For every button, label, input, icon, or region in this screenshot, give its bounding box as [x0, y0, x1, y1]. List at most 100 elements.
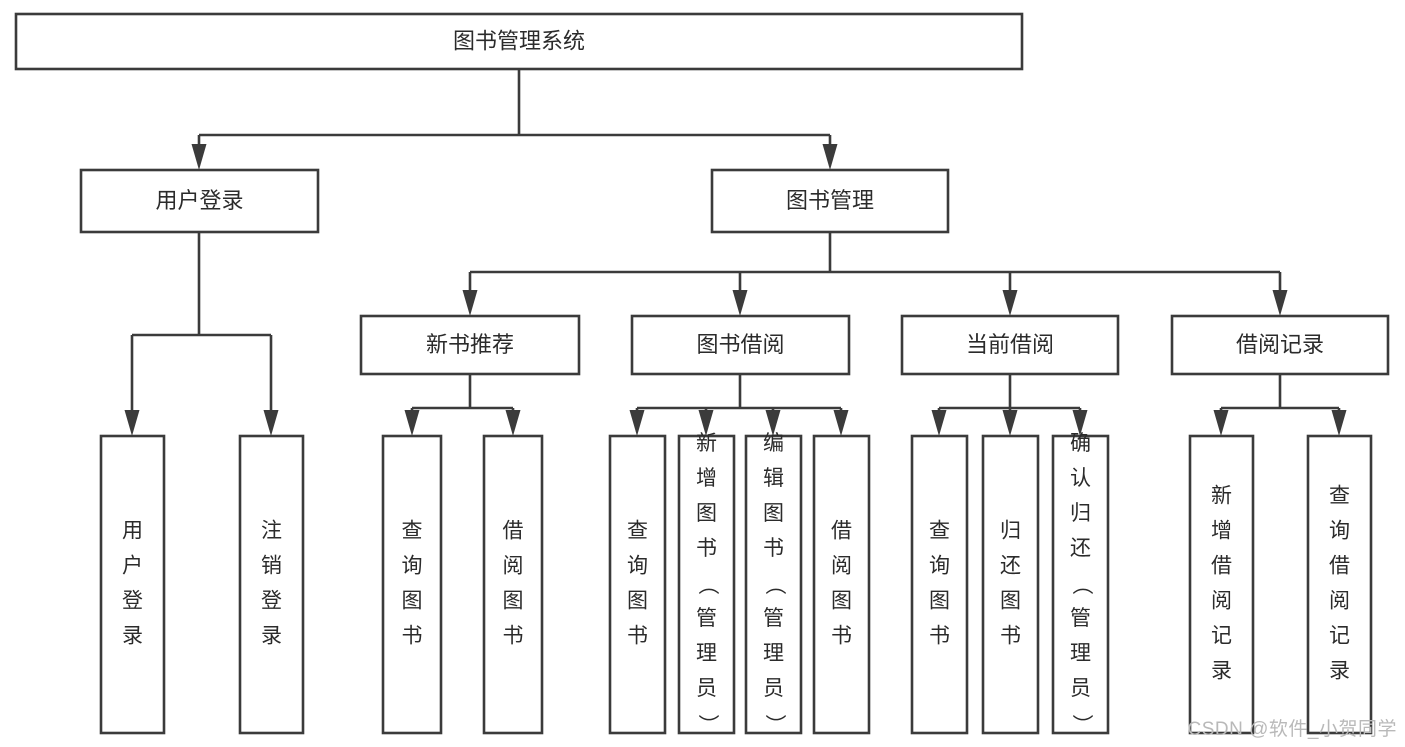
- node-label-char: 阅: [1211, 590, 1232, 613]
- node-label-char: 询: [627, 555, 648, 578]
- node-box[interactable]: [812, 434, 871, 735]
- node-current-borrow[interactable]: 当前借阅: [900, 314, 1120, 376]
- node-box[interactable]: [359, 314, 581, 376]
- node-label-char: 员: [696, 677, 717, 700]
- node-box[interactable]: [79, 168, 320, 234]
- connector-user-login: [124, 232, 279, 436]
- node-label-char: 图: [1000, 590, 1021, 613]
- node-box[interactable]: [981, 434, 1040, 735]
- node-borrow-record[interactable]: 借阅记录: [1170, 314, 1390, 376]
- arrow-head-icon: [404, 410, 420, 436]
- node-label-char: 理: [1070, 642, 1091, 665]
- node-label-char: 书: [503, 625, 524, 648]
- node-box[interactable]: [14, 12, 1024, 71]
- node-label-char: 查: [627, 520, 648, 543]
- node-label-char: 录: [1329, 660, 1350, 683]
- node-label-char: ）: [1070, 714, 1093, 735]
- node-label-char: 询: [929, 555, 950, 578]
- node-root[interactable]: 图书管理系统: [14, 12, 1024, 71]
- node-label-char: 书: [402, 625, 423, 648]
- node-label-char: 图: [763, 502, 784, 525]
- node-label-char: 录: [122, 625, 143, 648]
- node-label-char: 登: [122, 590, 143, 613]
- node-box[interactable]: [744, 434, 803, 735]
- node-label-char: 增: [1211, 520, 1232, 543]
- node-label: 借阅记录: [1236, 332, 1324, 357]
- node-box[interactable]: [1188, 434, 1255, 735]
- arrow-head-icon: [124, 410, 140, 436]
- node-label-char: 归: [1000, 520, 1021, 543]
- node-label-char: 查: [929, 520, 950, 543]
- node-user-login[interactable]: 用户登录: [79, 168, 320, 234]
- node-label-char: 录: [261, 625, 282, 648]
- node-book-manage[interactable]: 图书管理: [710, 168, 950, 234]
- connector-book-borrow: [629, 374, 849, 436]
- node-label-char: （: [1070, 574, 1093, 595]
- node-book-borrow[interactable]: 图书借阅: [630, 314, 851, 376]
- node-box[interactable]: [910, 434, 969, 735]
- node-label-char: 书: [627, 625, 648, 648]
- node-label: 用户登录: [122, 520, 143, 648]
- node-new-book-rec[interactable]: 新书推荐: [359, 314, 581, 376]
- node-box[interactable]: [99, 434, 166, 735]
- node-label-char: 员: [763, 677, 784, 700]
- node-label-char: （: [696, 574, 719, 595]
- node-box[interactable]: [238, 434, 305, 735]
- node-label-char: 还: [1070, 537, 1091, 560]
- node-label-char: 用: [122, 520, 143, 543]
- node-label-char: 询: [402, 555, 423, 578]
- node-label-char: 辑: [763, 467, 784, 490]
- node-label-char: 管: [763, 607, 784, 630]
- node-label-char: 归: [1070, 502, 1091, 525]
- node-box[interactable]: [1051, 434, 1110, 735]
- node-label-char: 图: [929, 590, 950, 613]
- node-box[interactable]: [1306, 434, 1373, 735]
- node-box[interactable]: [381, 434, 443, 735]
- node-box[interactable]: [630, 314, 851, 376]
- node-label: 图书管理: [786, 188, 874, 213]
- node-label: 图书借阅: [696, 332, 784, 357]
- node-label-char: 借: [831, 520, 852, 543]
- connector-borrow-record: [1213, 374, 1347, 436]
- node-label-char: 阅: [1329, 590, 1350, 613]
- node-box[interactable]: [1170, 314, 1390, 376]
- node-label: 用户登录: [155, 188, 243, 213]
- arrow-head-icon: [1272, 290, 1288, 316]
- arrow-head-icon: [1002, 290, 1018, 316]
- node-box[interactable]: [482, 434, 544, 735]
- node-label-char: 书: [696, 537, 717, 560]
- node-box[interactable]: [900, 314, 1120, 376]
- node-box[interactable]: [677, 434, 736, 735]
- node-label-char: 图: [503, 590, 524, 613]
- node-label-char: 注: [261, 520, 282, 543]
- node-label-char: 编: [763, 432, 784, 455]
- node-box[interactable]: [608, 434, 667, 735]
- node-label-char: 管: [1070, 607, 1091, 630]
- arrow-head-icon: [1331, 410, 1347, 436]
- connector-book-manage: [462, 232, 1288, 316]
- node-leaf-user-login[interactable]: 用户登录: [99, 434, 166, 735]
- node-box[interactable]: [710, 168, 950, 234]
- arrow-head-icon: [1213, 410, 1229, 436]
- arrow-head-icon: [822, 144, 838, 170]
- arrow-head-icon: [931, 410, 947, 436]
